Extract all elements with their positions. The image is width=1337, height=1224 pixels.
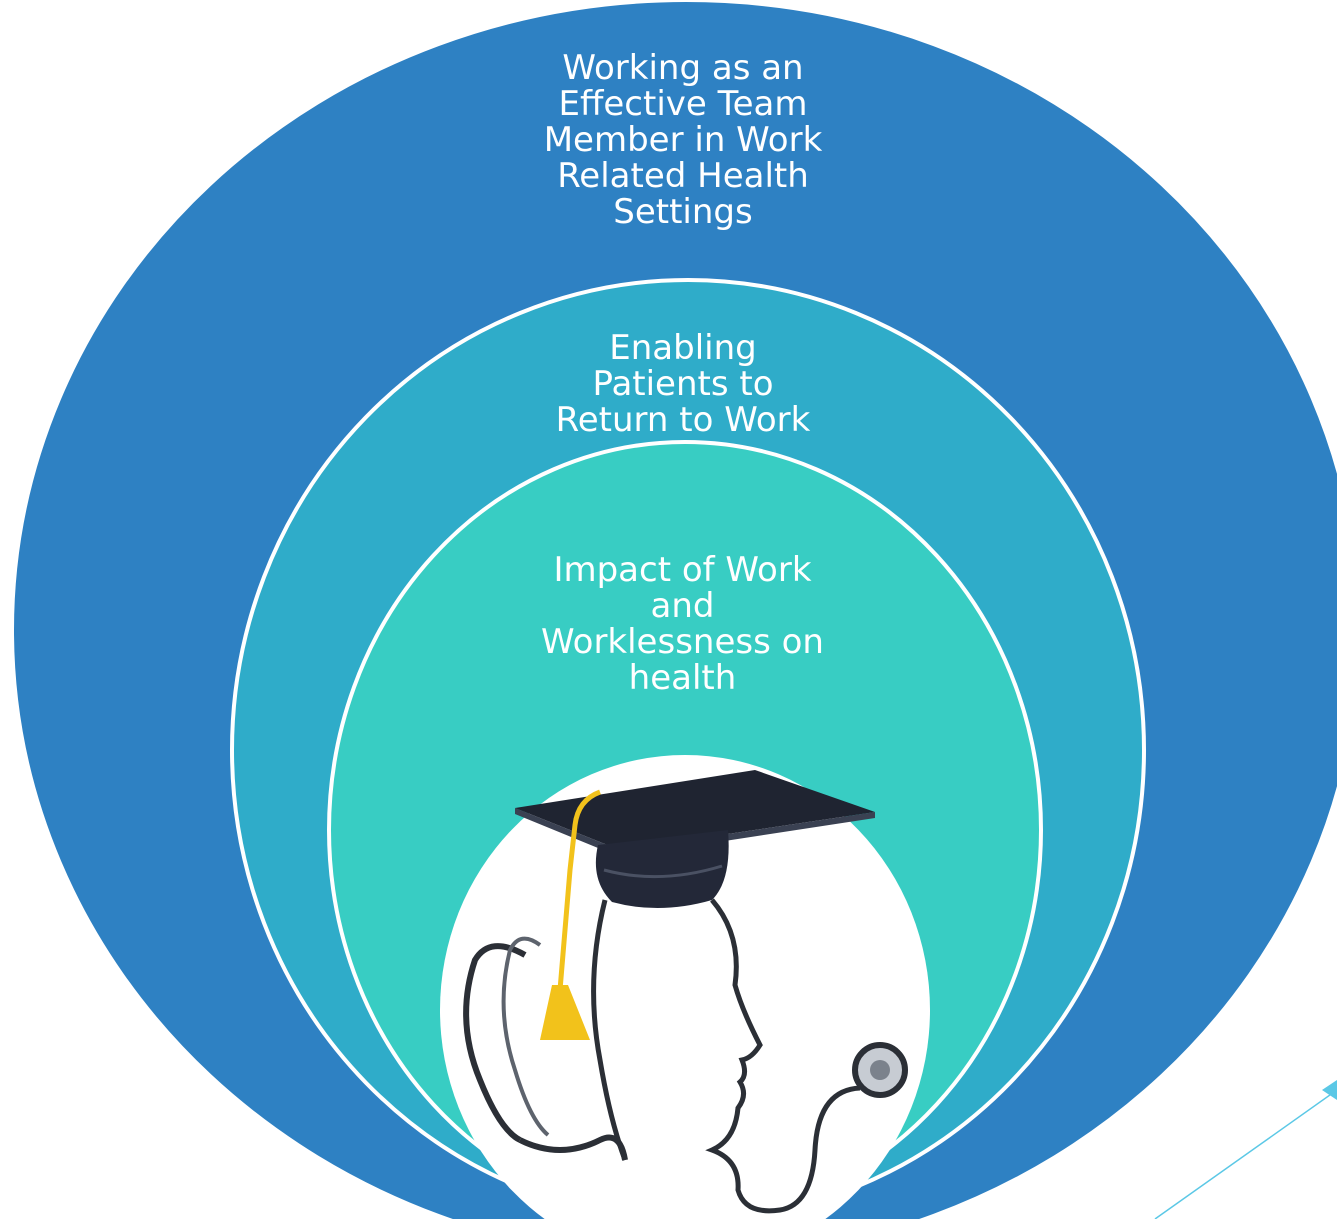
inner-ring-label: Impact of Work and Worklessness on healt… [541,550,824,698]
stethoscope-chestpiece-center [870,1060,890,1080]
stethoscope-earpiece-inner [501,936,550,1137]
accent-line-tip [1322,1080,1337,1100]
cap-band [595,830,729,909]
stethoscope-yoke [518,1134,628,1161]
head-profile [705,898,861,1214]
center-circle [440,755,930,1224]
outer-ring-label: Working as an Effective Team Member in W… [543,48,823,232]
middle-ring-label: Enabling Patients to Return to Work [555,328,811,440]
tassel [540,985,590,1040]
accent-line [1154,1089,1337,1220]
stethoscope-tube-left [591,899,628,1161]
graduation-cap-stethoscope-head-icon [463,770,908,1214]
mortarboard-top [515,770,875,850]
tassel-cord [557,789,601,991]
stethoscope-earpiece [463,943,527,1143]
cap-band-highlight [603,864,723,879]
